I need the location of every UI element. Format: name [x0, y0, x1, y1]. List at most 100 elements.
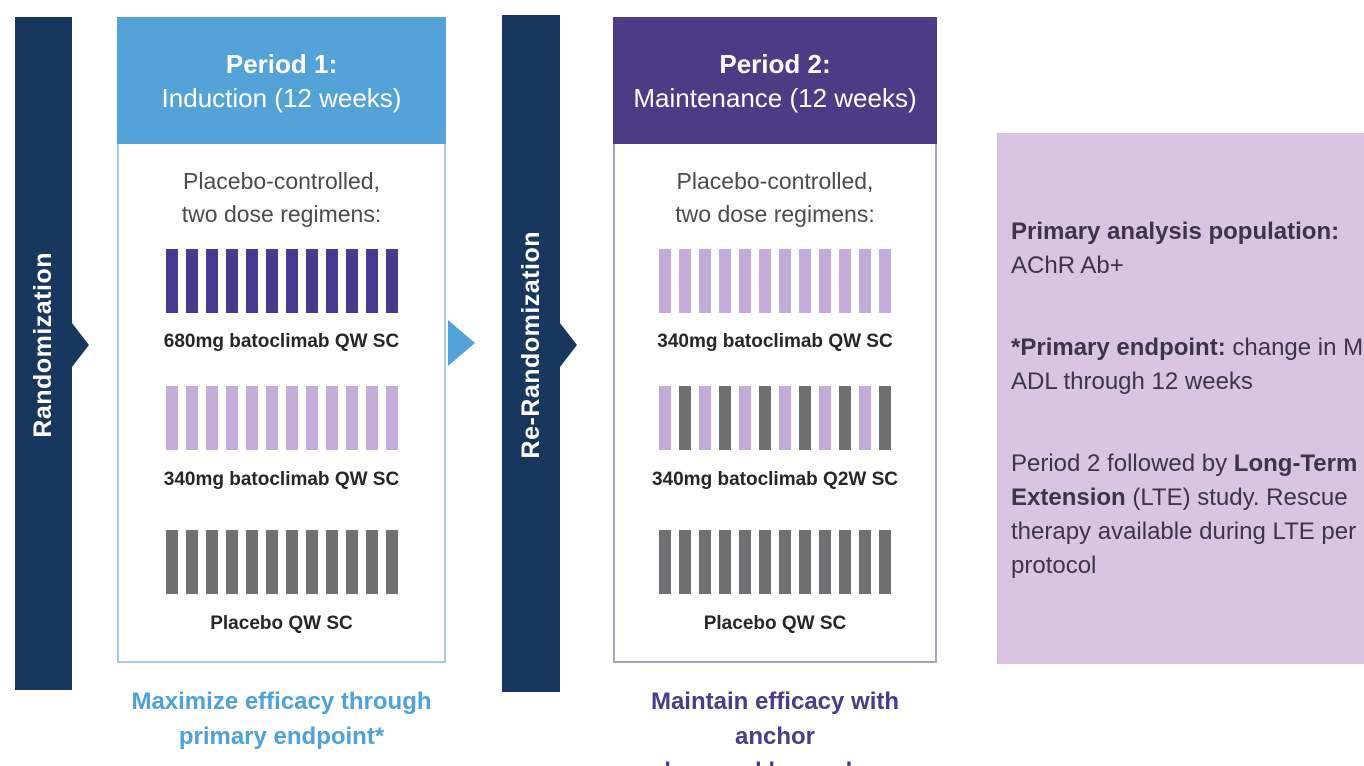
gray-dose-bar [719, 530, 731, 594]
light-purple-dose-bar [779, 386, 791, 450]
randomization-label: Randomization [29, 251, 57, 438]
light-purple-dose-bar [799, 249, 811, 313]
gray-dose-bar [819, 530, 831, 594]
side-panel-line: Primary analysis population: [1011, 218, 1340, 245]
period1-footer-note: Maximize efficacy through primary endpoi… [117, 684, 446, 754]
gray-dose-bar [699, 530, 711, 594]
period2-arm2-label: 340mg batoclimab Q2W SC [651, 469, 898, 490]
light-purple-dose-bar [859, 386, 871, 450]
dark-purple-dose-bar [185, 249, 198, 313]
period2-arm1-label: 340mg batoclimab QW SC [657, 331, 893, 352]
period2-subtitle: Maintenance (12 weeks) [633, 82, 917, 113]
period2-footer-line2: dose and lower dose [613, 754, 937, 766]
side-panel-line: Period 2 followed by Long-Term [1011, 450, 1358, 477]
gray-dose-bar [325, 530, 338, 594]
dark-purple-dose-bar [265, 249, 278, 313]
light-purple-dose-bar [879, 249, 891, 313]
side-panel-line: AChR Ab+ [1011, 252, 1124, 279]
period2-title: Period 2: [719, 48, 831, 79]
period2-arm1-bars [615, 249, 935, 313]
period2-footer-line1: Maintain efficacy with anchor [650, 688, 900, 750]
light-purple-dose-bar [759, 249, 771, 313]
light-purple-dose-bar [859, 249, 871, 313]
side-panel-line: ADL through 12 weeks [1011, 368, 1253, 395]
period1-footer-line1: Maximize efficacy through [131, 688, 432, 715]
gray-dose-bar [205, 530, 218, 594]
light-purple-dose-bar [739, 249, 751, 313]
gray-dose-bar [799, 386, 811, 450]
light-purple-dose-bar [165, 386, 178, 450]
light-purple-dose-bar [265, 386, 278, 450]
light-purple-dose-bar [679, 249, 691, 313]
gray-dose-bar [859, 530, 871, 594]
light-purple-dose-bar [739, 386, 751, 450]
gray-dose-bar [839, 386, 851, 450]
period1-description-line1: Placebo-controlled, [183, 168, 380, 194]
dark-purple-dose-bar [305, 249, 318, 313]
period1-description: Placebo-controlled, two dose regimens: [119, 165, 444, 231]
study-notes-panel: Primary analysis population: AChR Ab+ *Pri… [997, 133, 1364, 664]
dark-purple-dose-bar [245, 249, 258, 313]
side-panel-paragraph: Primary analysis population: AChR Ab+ [1011, 215, 1350, 283]
gray-dose-bar [879, 530, 891, 594]
period2-header: Period 2: Maintenance (12 weeks) [613, 17, 937, 144]
gray-dose-bar [365, 530, 378, 594]
light-purple-dose-bar [659, 386, 671, 450]
period2-arm3-bars [615, 530, 935, 594]
light-purple-dose-bar [819, 249, 831, 313]
light-purple-dose-bar [659, 249, 671, 313]
re-randomization-label: Re-Randomization [516, 230, 545, 459]
period2-description-line1: Placebo-controlled, [676, 168, 874, 194]
re-randomization-bar: Re-Randomization [502, 15, 560, 692]
light-purple-dose-bar [839, 249, 851, 313]
period1-to-period2-arrow-icon [448, 320, 475, 366]
gray-dose-bar [759, 386, 771, 450]
gray-dose-bar [305, 530, 318, 594]
gray-dose-bar [679, 530, 691, 594]
light-purple-dose-bar [225, 386, 238, 450]
light-purple-dose-bar [345, 386, 358, 450]
period2-arm2-bars [615, 386, 935, 450]
period2-footer-note: Maintain efficacy with anchor dose and l… [613, 684, 937, 766]
period1-arm1-label: 680mg batoclimab QW SC [163, 331, 400, 352]
dark-purple-dose-bar [345, 249, 358, 313]
light-purple-dose-bar [779, 249, 791, 313]
re-randomization-arrow-icon [560, 323, 577, 367]
dark-purple-dose-bar [225, 249, 238, 313]
dark-purple-dose-bar [385, 249, 398, 313]
side-panel-line: protocol [1011, 552, 1097, 579]
side-panel-paragraph: *Primary endpoint: change in MG- ADL thro… [1011, 331, 1364, 399]
gray-dose-bar [245, 530, 258, 594]
light-purple-dose-bar [365, 386, 378, 450]
gray-dose-bar [385, 530, 398, 594]
gray-dose-bar [879, 386, 891, 450]
gray-dose-bar [165, 530, 178, 594]
period1-arm2-bars [119, 386, 444, 450]
dark-purple-dose-bar [285, 249, 298, 313]
side-panel-line: *Primary endpoint: change in MG- [1011, 334, 1364, 361]
period1-arm3-bars [119, 530, 444, 594]
period1-arm1-bars [119, 249, 444, 313]
side-panel-line: Extension (LTE) study. Rescue [1011, 484, 1348, 511]
randomization-arrow-icon [72, 323, 89, 367]
gray-dose-bar [345, 530, 358, 594]
light-purple-dose-bar [819, 386, 831, 450]
light-purple-dose-bar [285, 386, 298, 450]
period1-subtitle: Induction (12 weeks) [161, 82, 402, 113]
light-purple-dose-bar [719, 249, 731, 313]
gray-dose-bar [679, 386, 691, 450]
period2-description-line2: two dose regimens: [675, 201, 875, 227]
period1-arm3-label: Placebo QW SC [210, 613, 353, 634]
period1-description-line2: two dose regimens: [181, 201, 382, 227]
period2-arm3-label: Placebo QW SC [703, 613, 847, 634]
period2-box: Period 2: Maintenance (12 weeks) Placebo… [613, 17, 937, 663]
period2-description: Placebo-controlled, two dose regimens: [615, 165, 935, 231]
gray-dose-bar [285, 530, 298, 594]
dark-purple-dose-bar [165, 249, 178, 313]
side-panel-line: therapy available during LTE per [1011, 518, 1357, 545]
period1-arm2-label: 340mg batoclimab QW SC [163, 469, 400, 490]
gray-dose-bar [779, 530, 791, 594]
dark-purple-dose-bar [205, 249, 218, 313]
